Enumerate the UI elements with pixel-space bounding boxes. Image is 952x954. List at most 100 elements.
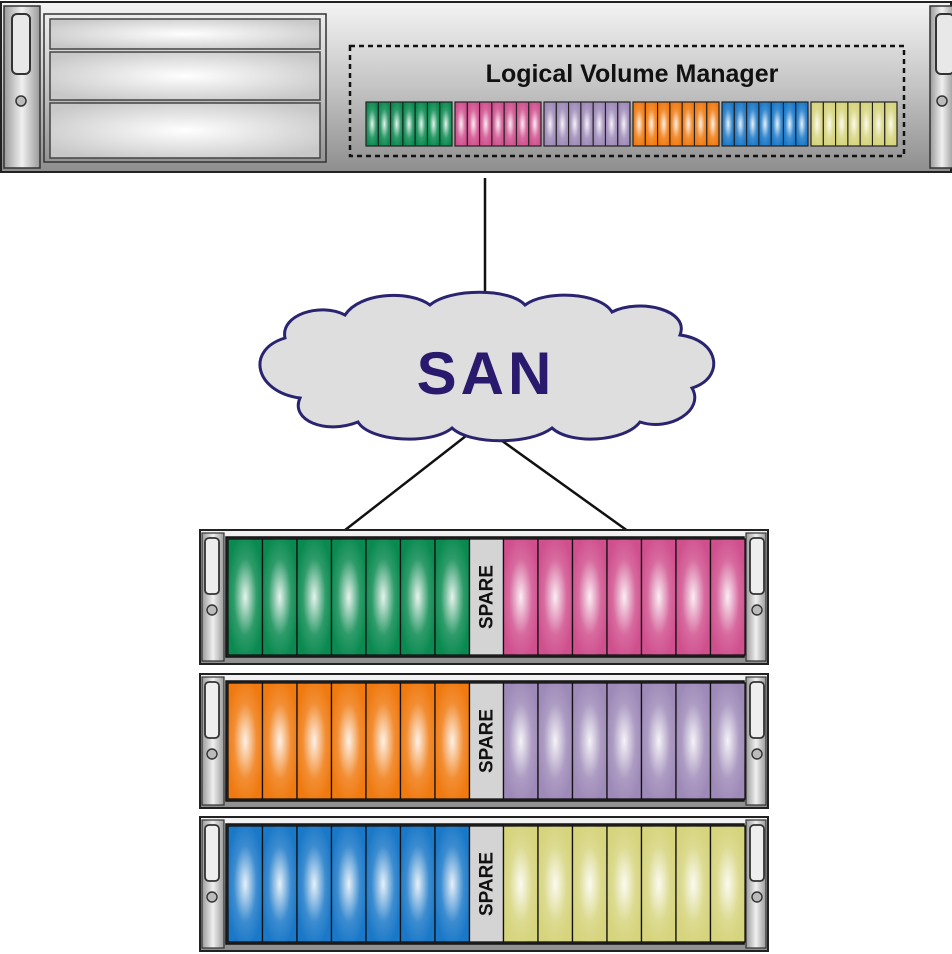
screw-icon xyxy=(206,891,218,903)
disk-drive xyxy=(261,682,298,800)
disk-drive xyxy=(227,825,264,943)
lvm-volume-cell xyxy=(770,101,784,147)
spare-label: SPARE xyxy=(477,709,498,773)
array-left-rack-ear xyxy=(201,819,225,949)
disk-drive xyxy=(365,682,402,800)
array-right-rack-ear xyxy=(745,532,767,662)
disk-drive xyxy=(502,825,539,943)
server-right-rack-ear xyxy=(929,5,952,169)
disk-drive xyxy=(709,825,746,943)
lvm-volume xyxy=(810,101,898,147)
screw-icon xyxy=(15,95,27,107)
screw-icon xyxy=(936,95,948,107)
disk-drive xyxy=(434,538,471,656)
disk-drive xyxy=(640,538,677,656)
disk-drive xyxy=(709,682,746,800)
server-drive-bays xyxy=(43,13,327,163)
disk-drive xyxy=(261,538,298,656)
screw-icon xyxy=(206,748,218,760)
disk-drive xyxy=(675,682,712,800)
disk-drive xyxy=(571,682,608,800)
disk-drive xyxy=(399,538,436,656)
lvm-volume-cell xyxy=(733,101,748,147)
disk-drive xyxy=(606,825,643,943)
san-to-array-link-right xyxy=(479,423,633,536)
server-left-rack-ear xyxy=(3,5,41,169)
spare-drive: SPARE xyxy=(468,538,505,656)
lvm-volume-cell xyxy=(414,101,428,147)
spare-drive: SPARE xyxy=(468,825,505,943)
lvm-volume-cell xyxy=(402,101,416,147)
lvm-volume-cell xyxy=(782,101,797,147)
lvm-volume-cell xyxy=(721,101,735,147)
lvm-volume-cell xyxy=(390,101,404,147)
lvm-volume-cell xyxy=(632,101,646,147)
array-left-rack-ear xyxy=(201,532,225,662)
disk-drive xyxy=(365,538,402,656)
lvm-volume-cell xyxy=(758,101,772,147)
disk-drive xyxy=(330,825,367,943)
disk-drive xyxy=(675,825,712,943)
lvm-title: Logical Volume Manager xyxy=(486,60,779,88)
lvm-volume-cell xyxy=(543,101,557,147)
disk-drive xyxy=(571,825,608,943)
storage-array: SPARE xyxy=(199,529,769,665)
lvm-volume-cell xyxy=(466,101,481,147)
storage-arrays: SPARE SPARE SPARE xyxy=(199,529,769,952)
lvm-volume xyxy=(454,101,542,147)
disk-drive xyxy=(227,538,264,656)
storage-array: SPARE xyxy=(199,673,769,809)
disk-drive xyxy=(502,538,539,656)
lvm-volume xyxy=(543,101,631,147)
server-chassis: Logical Volume Manager xyxy=(0,1,952,173)
lvm-volume-cell xyxy=(657,101,671,147)
disk-drive xyxy=(640,682,677,800)
lvm-volume-cell xyxy=(859,101,873,147)
lvm-volume-cell xyxy=(426,101,441,147)
cloud-icon xyxy=(258,290,716,443)
screw-icon xyxy=(751,604,763,616)
lvm-volume-cell xyxy=(604,101,619,147)
lvm-volume xyxy=(721,101,809,147)
array-left-rack-ear xyxy=(201,676,225,806)
lvm-volume-cell xyxy=(706,101,720,147)
screw-icon xyxy=(751,748,763,760)
disk-drive xyxy=(330,682,367,800)
server-drive-bay xyxy=(49,102,321,159)
san-label: SAN xyxy=(417,340,556,407)
spare-drive: SPARE xyxy=(468,682,505,800)
screw-icon xyxy=(751,891,763,903)
lvm-volume-cell xyxy=(568,101,582,147)
lvm-volume-cell xyxy=(669,101,683,147)
disk-drive xyxy=(296,825,333,943)
disk-drive xyxy=(502,682,539,800)
san-to-array-link-left xyxy=(339,424,481,535)
san-cloud: SAN xyxy=(258,290,716,443)
screw-icon xyxy=(206,604,218,616)
lvm-volume-cell xyxy=(365,101,379,147)
lvm-volume-cell xyxy=(810,101,824,147)
disk-drive xyxy=(537,825,574,943)
lvm-volume-cell xyxy=(871,101,886,147)
disk-drive xyxy=(606,682,643,800)
disk-drive xyxy=(227,682,264,800)
disk-drive xyxy=(606,538,643,656)
lvm-volume-cell xyxy=(528,101,542,147)
lvm-volume-cell xyxy=(439,101,453,147)
lvm-volume-cell xyxy=(681,101,695,147)
disk-drive xyxy=(399,682,436,800)
disk-drive xyxy=(261,825,298,943)
disk-drive xyxy=(640,825,677,943)
disk-drive xyxy=(571,538,608,656)
lvm-volume-cell xyxy=(822,101,837,147)
lvm-volume-cell xyxy=(491,101,505,147)
lvm-volume-cell xyxy=(835,101,849,147)
disk-drive xyxy=(399,825,436,943)
spare-label: SPARE xyxy=(477,565,498,629)
lvm-volume-cell xyxy=(454,101,468,147)
lvm-volume-cell xyxy=(746,101,760,147)
server-drive-bay xyxy=(49,18,321,50)
disk-drive xyxy=(434,825,471,943)
lvm-volume-cell xyxy=(592,101,606,147)
